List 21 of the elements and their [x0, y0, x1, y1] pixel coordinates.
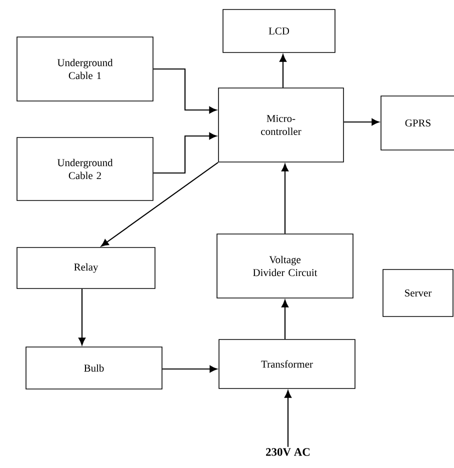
arrow [101, 162, 218, 247]
arrow [153, 68, 217, 114]
arrow [162, 366, 218, 372]
block-box: Transformer [218, 339, 356, 389]
arrow [344, 118, 380, 126]
arrow [282, 300, 288, 340]
arrow [280, 54, 286, 88]
input-label: 230V AC [266, 448, 310, 456]
block-box: Relay [16, 247, 156, 289]
block-box: Voltage Divider Circuit [216, 234, 354, 298]
arrow [78, 288, 86, 346]
block-box: Micro-controller [218, 88, 344, 162]
block-box: Bulb [26, 346, 162, 390]
block-box: GPRS [380, 96, 454, 150]
block-box: Underground Cable 1 [16, 36, 154, 102]
block-box: Server [382, 269, 454, 317]
block-box: Underground Cable 2 [16, 137, 154, 201]
arrow [153, 132, 217, 174]
block-box: LCD [222, 9, 336, 53]
arrow [284, 390, 292, 447]
arrow [282, 164, 288, 234]
